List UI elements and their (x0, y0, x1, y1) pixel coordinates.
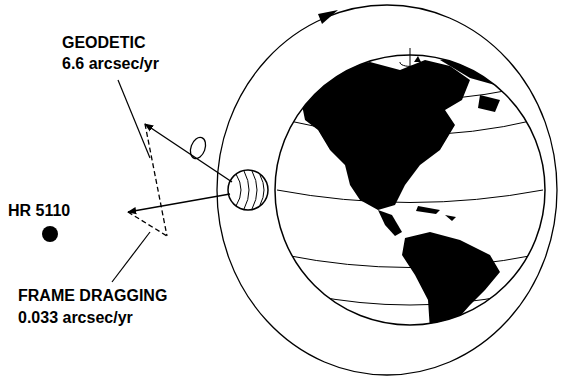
rate-value: 6.6 arcsec/yr (62, 55, 159, 73)
orbit-arrow (318, 10, 338, 24)
orbit (217, 5, 557, 375)
precession-vectors (128, 124, 232, 236)
effect-name: FRAME DRAGGING (18, 287, 167, 305)
rate-value: 0.033 arcsec/yr (18, 309, 133, 327)
earth (275, 48, 545, 335)
leader-line (112, 232, 150, 282)
star-dot (42, 226, 58, 242)
gyroscope (228, 170, 268, 210)
effect-name: GEODETIC (62, 34, 146, 52)
star-name: HR 5110 (8, 202, 70, 220)
leader-line (118, 80, 150, 158)
